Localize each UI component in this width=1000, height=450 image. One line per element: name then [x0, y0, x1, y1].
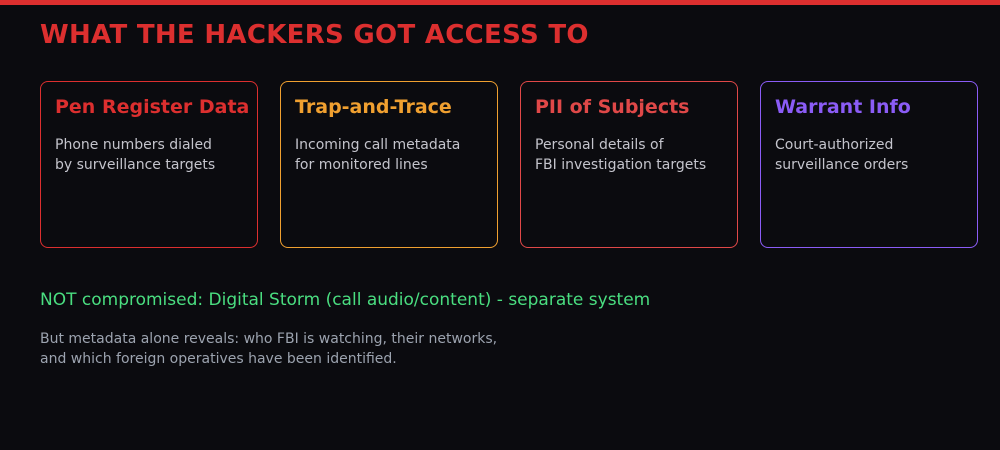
top-accent-bar [0, 0, 1000, 5]
card-description: Court-authorized surveillance orders [775, 137, 909, 173]
card-pen-register: Pen Register Data Phone numbers dialed b… [40, 81, 258, 248]
page-title: WHAT THE HACKERS GOT ACCESS TO [40, 20, 589, 50]
metadata-explanation: But metadata alone reveals: who FBI is w… [40, 331, 498, 367]
card-description: Phone numbers dialed by surveillance tar… [55, 137, 216, 173]
card-pii-of-subjects: PII of Subjects Personal details of FBI … [520, 81, 738, 248]
card-description: Incoming call metadata for monitored lin… [295, 137, 461, 173]
card-title: Pen Register Data [55, 96, 250, 118]
card-trap-and-trace: Trap-and-Trace Incoming call metadata fo… [280, 81, 498, 248]
not-compromised-note: NOT compromised: Digital Storm (call aud… [40, 290, 651, 310]
card-warrant-info: Warrant Info Court-authorized surveillan… [760, 81, 978, 248]
card-title: PII of Subjects [535, 96, 690, 118]
card-title: Warrant Info [775, 96, 911, 118]
card-title: Trap-and-Trace [295, 96, 452, 118]
card-description: Personal details of FBI investigation ta… [535, 137, 707, 173]
